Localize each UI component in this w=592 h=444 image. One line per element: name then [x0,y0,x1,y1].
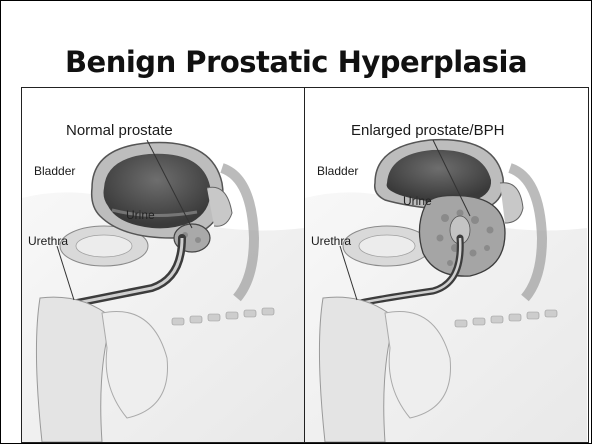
label-urethra: Urethra [311,234,351,248]
label-enlarged-prostate-bph: Enlarged prostate/BPH [351,122,504,139]
label-bladder: Bladder [317,164,358,178]
label-bladder: Bladder [34,164,75,178]
slide-title: Benign Prostatic Hyperplasia [1,45,591,79]
panel-normal-prostate: Normal prostate Bladder Urine Urethra [22,88,304,442]
label-urethra: Urethra [28,234,68,248]
anatomy-figure: Normal prostate Bladder Urine Urethra [21,87,589,443]
label-urine: Urine [403,194,432,208]
normal-anatomy-illustration [22,88,304,442]
label-normal-prostate: Normal prostate [66,122,173,139]
panel-enlarged-prostate: Enlarged prostate/BPH Bladder Urine Uret… [305,88,587,442]
bph-anatomy-illustration [305,88,587,442]
label-urine: Urine [126,208,155,222]
